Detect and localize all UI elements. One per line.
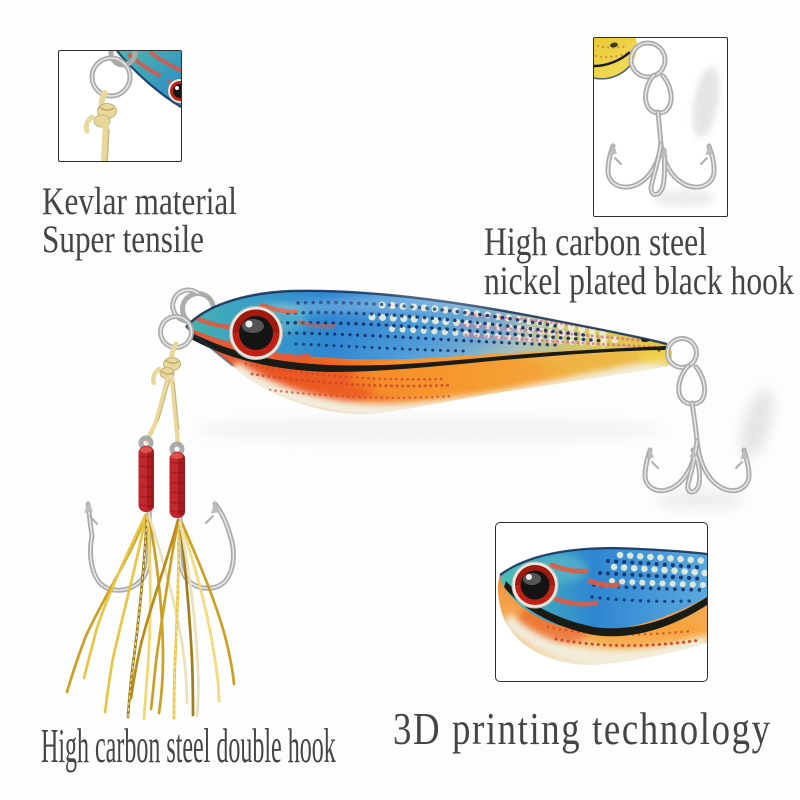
caption-line: High carbon steel: [484, 219, 707, 264]
lure-eye: [229, 306, 283, 360]
inset-hook-shadow: [692, 66, 720, 138]
inset-treble: [605, 72, 717, 197]
inset-kevlar-cord: [83, 90, 117, 161]
treble-shadow: [741, 389, 773, 459]
tail-treble-hook: [642, 363, 752, 495]
inset-kevlar-ring: [89, 51, 138, 99]
caption-3d-printing: 3D printing technology: [393, 706, 772, 752]
red-thread-wraps: [138, 446, 185, 518]
caption-line: Super tensile: [42, 218, 205, 261]
caption-line: 3D printing technology: [393, 703, 772, 754]
caption-double-hook: High carbon steel double hook: [41, 718, 336, 773]
red-wrap-right: [169, 452, 185, 518]
caption-carbon-steel-hook: High carbon steel nickel plated black ho…: [484, 219, 794, 303]
inset-kevlar-knot: [58, 50, 182, 162]
inset-treble-hook: [593, 37, 728, 217]
caption-line: Kevlar material: [42, 180, 237, 223]
inset-head-body: [497, 546, 707, 666]
nose-split-rings: [158, 287, 201, 350]
tail-split-ring: [665, 336, 699, 370]
assist-double-hooks: [84, 435, 236, 593]
caption-line: nickel plated black hook: [484, 258, 794, 303]
lateral-line: [189, 333, 667, 372]
inset-tail-ring: [628, 40, 668, 80]
inset-lateral-line: [504, 581, 707, 637]
caption-kevlar-material: Kevlar material Super tensile: [42, 180, 237, 261]
lure-shadow: [195, 417, 665, 443]
lure-body: [185, 289, 673, 414]
inset-kevlar-nose: [116, 51, 181, 108]
kevlar-assist-cord: [144, 341, 181, 448]
inset-fish-head: [495, 522, 708, 682]
inset-head-eye: [511, 561, 559, 609]
caption-line: High carbon steel double hook: [41, 718, 336, 773]
red-wrap-left: [138, 446, 154, 512]
gold-tinsel: [65, 512, 236, 721]
